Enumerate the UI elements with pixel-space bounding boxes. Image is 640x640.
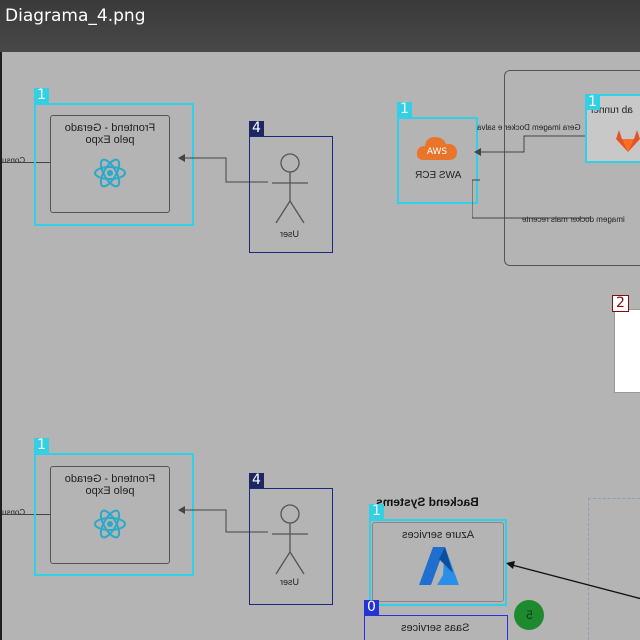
arrow-label-generate-image: Gera imagem Docker e salva	[477, 123, 581, 132]
annotation-box-gitlab-runner	[585, 94, 640, 163]
consumer-line-top	[2, 162, 50, 163]
user-actor-icon	[272, 504, 308, 575]
gitlab-icon	[616, 130, 640, 152]
frontend-card-top[interactable]: Frontend - Gerado pelo Expo	[50, 115, 170, 213]
annotation-tag-user-top: 4	[249, 121, 264, 136]
annotation-tag-saas: 0	[364, 600, 379, 615]
annotation-tag-frontend-top: 1	[34, 88, 49, 103]
react-icon	[94, 509, 126, 539]
annotation-tag-aws-ecr: 1	[397, 102, 412, 117]
backend-systems-title: Backend Systems	[376, 495, 479, 509]
react-icon	[94, 158, 126, 188]
arrow-label-latest-image: imagem docker mais recente	[522, 215, 625, 224]
annotation-box-aws-ecr	[397, 117, 478, 204]
user-actor-icon	[272, 153, 308, 224]
annotation-tag-azure: 1	[369, 504, 384, 519]
azure-icon	[419, 547, 459, 585]
saas-services-label: Saas services	[400, 622, 470, 634]
consumer-line-bottom	[2, 514, 50, 515]
consumer-stub-top: Consu	[2, 156, 26, 165]
diagram-canvas: Consu Consu Frontend - Gerado pelo Expo …	[2, 52, 640, 640]
annotation-tag-gitlab-runner: 1	[585, 95, 600, 110]
saas-services-box[interactable]: Saas services	[364, 615, 508, 640]
consumer-stub-bottom: Consu	[2, 508, 26, 517]
right-side-panel[interactable]	[614, 309, 640, 393]
arrow-user-to-frontend-bottom	[178, 506, 268, 533]
annotation-box-azure	[369, 519, 507, 606]
arrow-user-to-frontend-top	[178, 154, 268, 183]
annotation-box-frontend-bottom	[34, 453, 194, 576]
user-label-bottom: User	[280, 577, 300, 587]
window-titlebar: Diagrama_4.png	[0, 0, 640, 52]
green-status-badge[interactable]: 5	[514, 600, 544, 630]
annotation-tag-right-panel: 2	[612, 295, 629, 312]
annotation-tag-user-bottom: 4	[249, 473, 264, 488]
azure-services-card[interactable]: Azure services	[372, 522, 504, 602]
arrow-to-azure	[506, 561, 640, 600]
window-title: Diagrama_4.png	[5, 6, 146, 26]
annotation-box-frontend-top	[34, 103, 194, 226]
annotation-box-user-top	[249, 136, 333, 253]
annotation-tag-frontend-bottom: 1	[34, 438, 49, 453]
annotation-box-user-bottom	[249, 488, 333, 605]
aws-cloud-icon: AWS	[416, 137, 457, 160]
user-label-top: User	[280, 229, 300, 239]
aws-badge-text: AWS	[427, 147, 448, 157]
frontend-card-bottom[interactable]: Frontend - Gerado pelo Expo	[50, 466, 170, 564]
dashed-region	[588, 498, 640, 640]
arrow-runner-ecr	[472, 135, 590, 219]
